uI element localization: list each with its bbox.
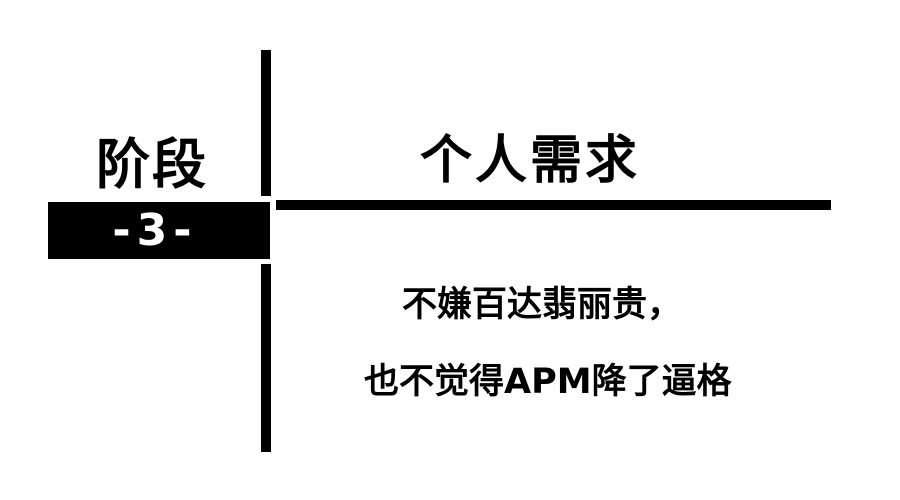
content-line-2: 也不觉得APM降了逼格 — [364, 362, 732, 402]
section-title: 个人需求 — [420, 131, 641, 191]
stage-badge — [48, 202, 270, 259]
stage-number: -3- — [112, 205, 198, 256]
horizontal-divider — [276, 200, 831, 210]
vertical-divider-top — [261, 50, 271, 196]
content-line-1: 不嫌百达翡丽贵， — [402, 285, 683, 325]
stage-label: 阶段 — [96, 133, 208, 196]
vertical-divider-bottom — [261, 264, 271, 452]
